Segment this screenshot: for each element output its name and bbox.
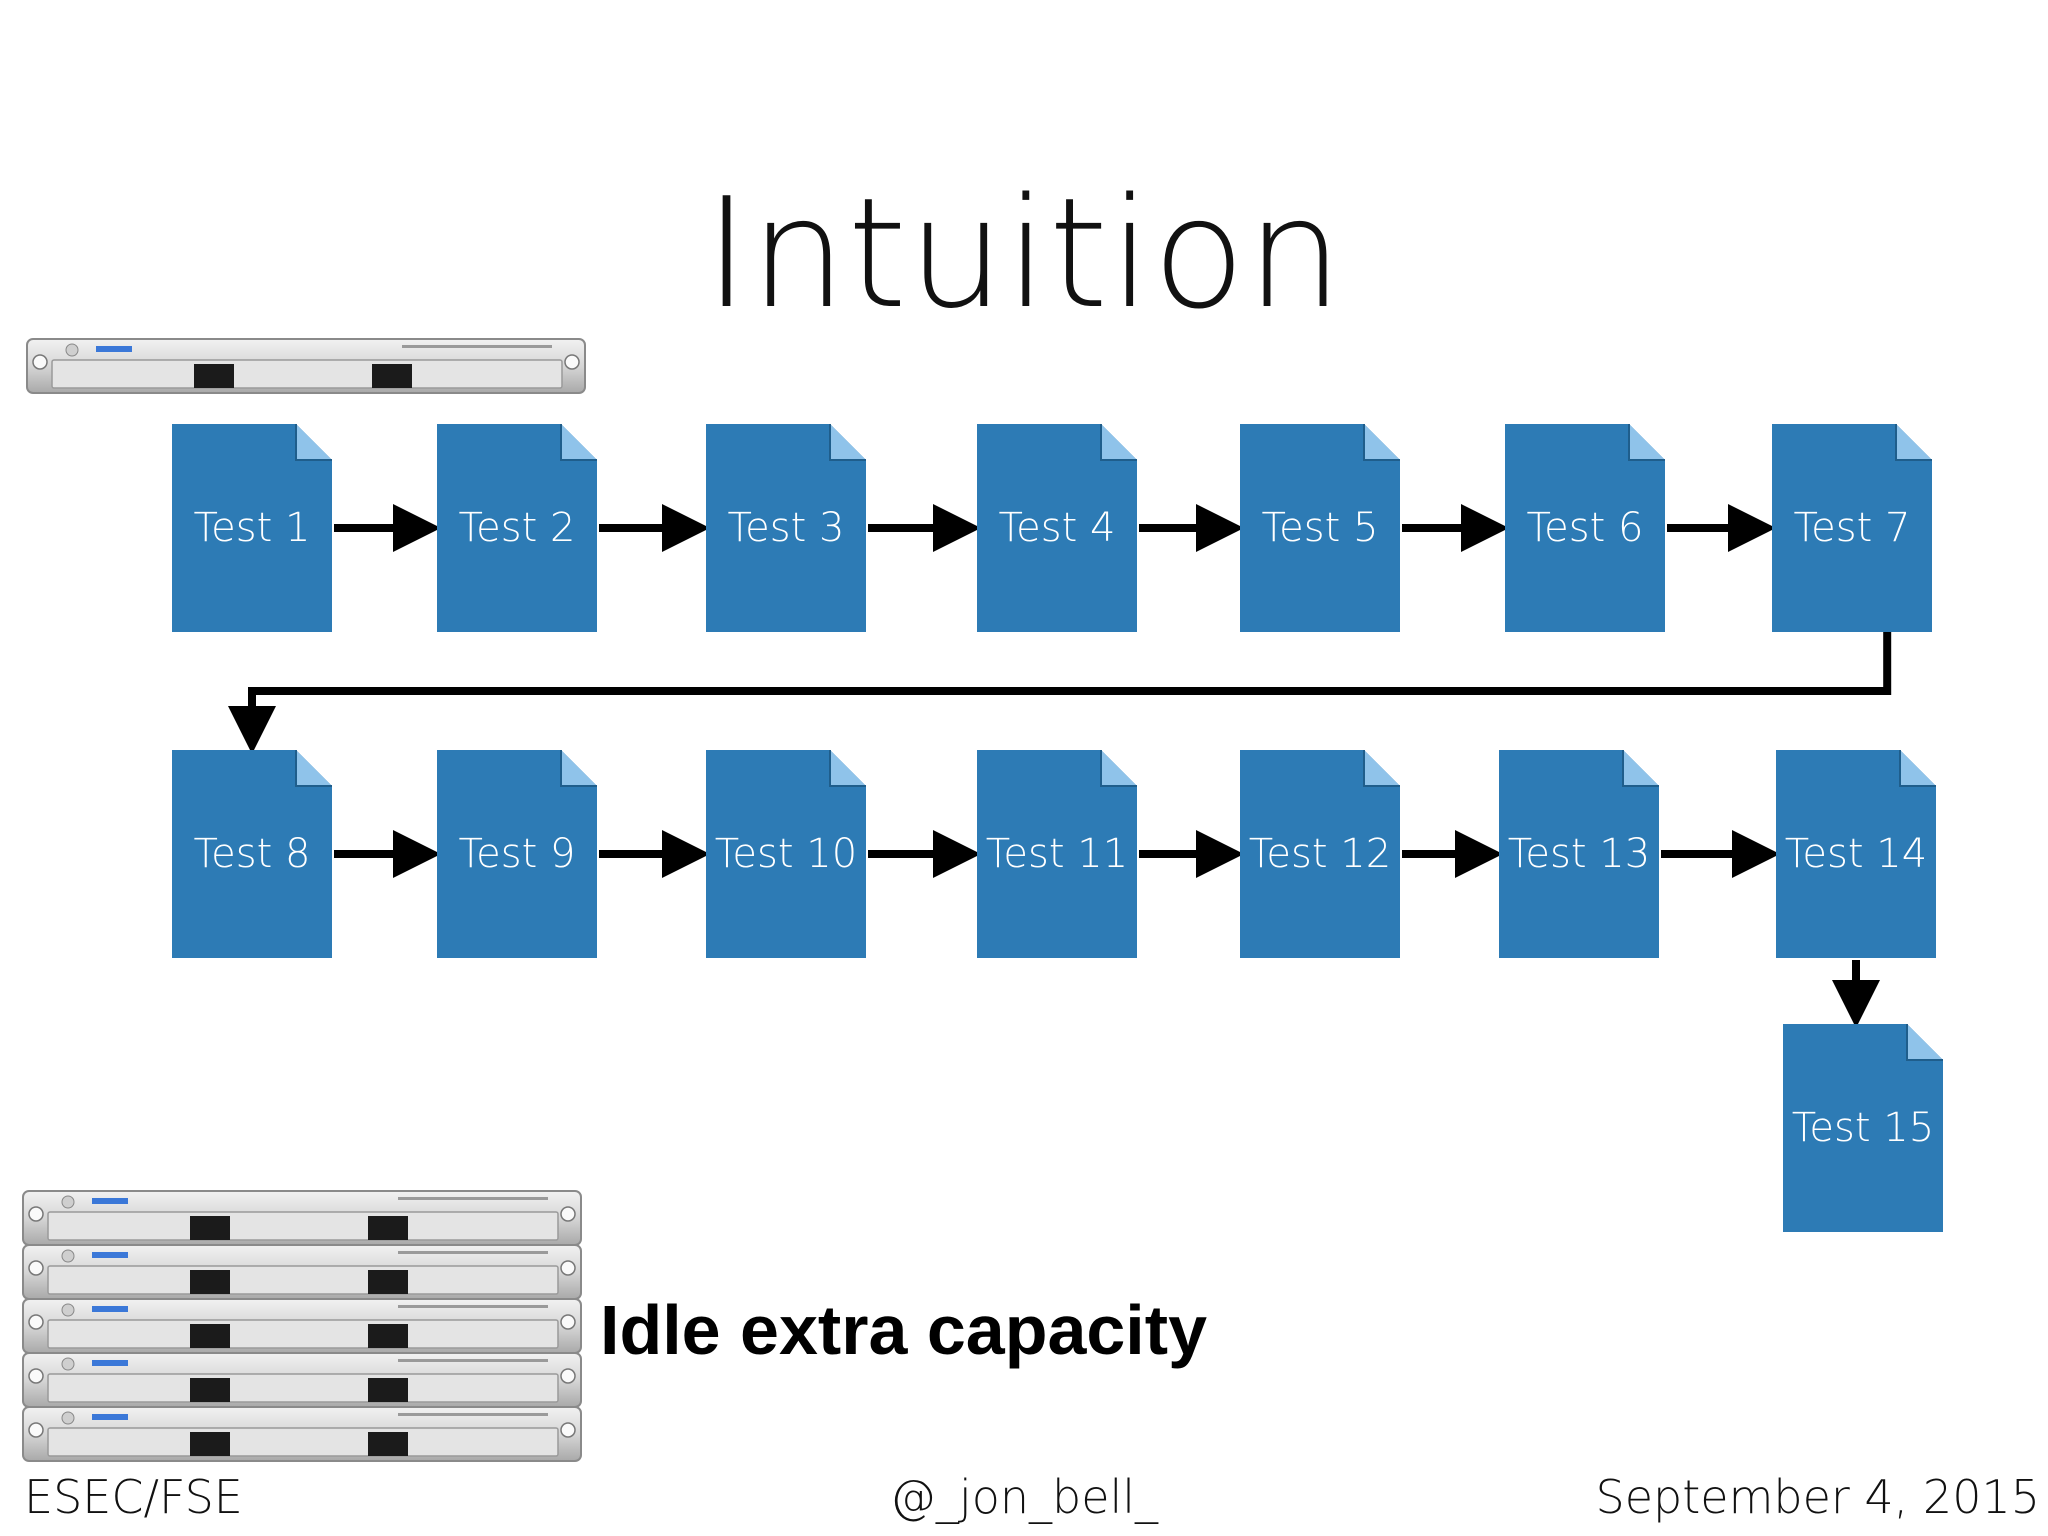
test-file: Test 14	[1776, 750, 1936, 958]
test-label: Test 8	[193, 831, 311, 877]
footer-date: September 4, 2015	[1595, 1470, 2040, 1524]
document-icon	[172, 424, 332, 632]
test-label: Test 1	[193, 505, 311, 551]
test-label: Test 7	[1793, 505, 1911, 551]
rack-server-icon	[26, 338, 586, 394]
rack-server-icon	[22, 1298, 582, 1354]
rack-server-icon	[22, 1352, 582, 1408]
idle-capacity-label: Idle extra capacity	[600, 1291, 1207, 1369]
document-icon	[1776, 750, 1936, 958]
test-label: Test 12	[1248, 831, 1392, 877]
rack-server-icon	[22, 1244, 582, 1300]
test-file: Test 9	[437, 750, 597, 958]
document-icon	[1499, 750, 1659, 958]
document-icon	[437, 750, 597, 958]
test-file: Test 12	[1240, 750, 1400, 958]
test-label: Test 13	[1507, 831, 1651, 877]
slide-title: Intuition	[704, 165, 1344, 342]
document-icon	[1783, 1024, 1943, 1232]
test-label: Test 9	[458, 831, 576, 877]
document-icon	[1505, 424, 1665, 632]
test-file: Test 10	[706, 750, 866, 958]
test-file: Test 4	[977, 424, 1137, 632]
test-file: Test 7	[1772, 424, 1932, 632]
test-file: Test 3	[706, 424, 866, 632]
rack-server-icon	[22, 1406, 582, 1462]
test-file: Test 6	[1505, 424, 1665, 632]
test-file: Test 15	[1783, 1024, 1943, 1232]
test-file: Test 2	[437, 424, 597, 632]
document-icon	[977, 750, 1137, 958]
document-icon	[706, 424, 866, 632]
test-label: Test 3	[727, 505, 845, 551]
document-icon	[1772, 424, 1932, 632]
document-icon	[172, 750, 332, 958]
test-label: Test 10	[714, 831, 858, 877]
test-label: Test 5	[1261, 505, 1379, 551]
test-file: Test 13	[1499, 750, 1659, 958]
rack-server-icon	[22, 1190, 582, 1246]
document-icon	[437, 424, 597, 632]
test-file: Test 5	[1240, 424, 1400, 632]
document-icon	[1240, 750, 1400, 958]
footer-handle: @_jon_bell_	[889, 1470, 1159, 1524]
test-label: Test 6	[1526, 505, 1644, 551]
wrap-arrow	[228, 632, 1892, 754]
test-file: Test 8	[172, 750, 332, 958]
test-label: Test 11	[985, 831, 1129, 877]
document-icon	[706, 750, 866, 958]
test-label: Test 4	[998, 505, 1116, 551]
document-icon	[977, 424, 1137, 632]
test-file: Test 11	[977, 750, 1137, 958]
footer-venue: ESEC/FSE	[24, 1470, 243, 1524]
test-label: Test 14	[1784, 831, 1928, 877]
test-file: Test 1	[172, 424, 332, 632]
document-icon	[1240, 424, 1400, 632]
test-label: Test 15	[1791, 1105, 1935, 1151]
test-label: Test 2	[458, 505, 576, 551]
